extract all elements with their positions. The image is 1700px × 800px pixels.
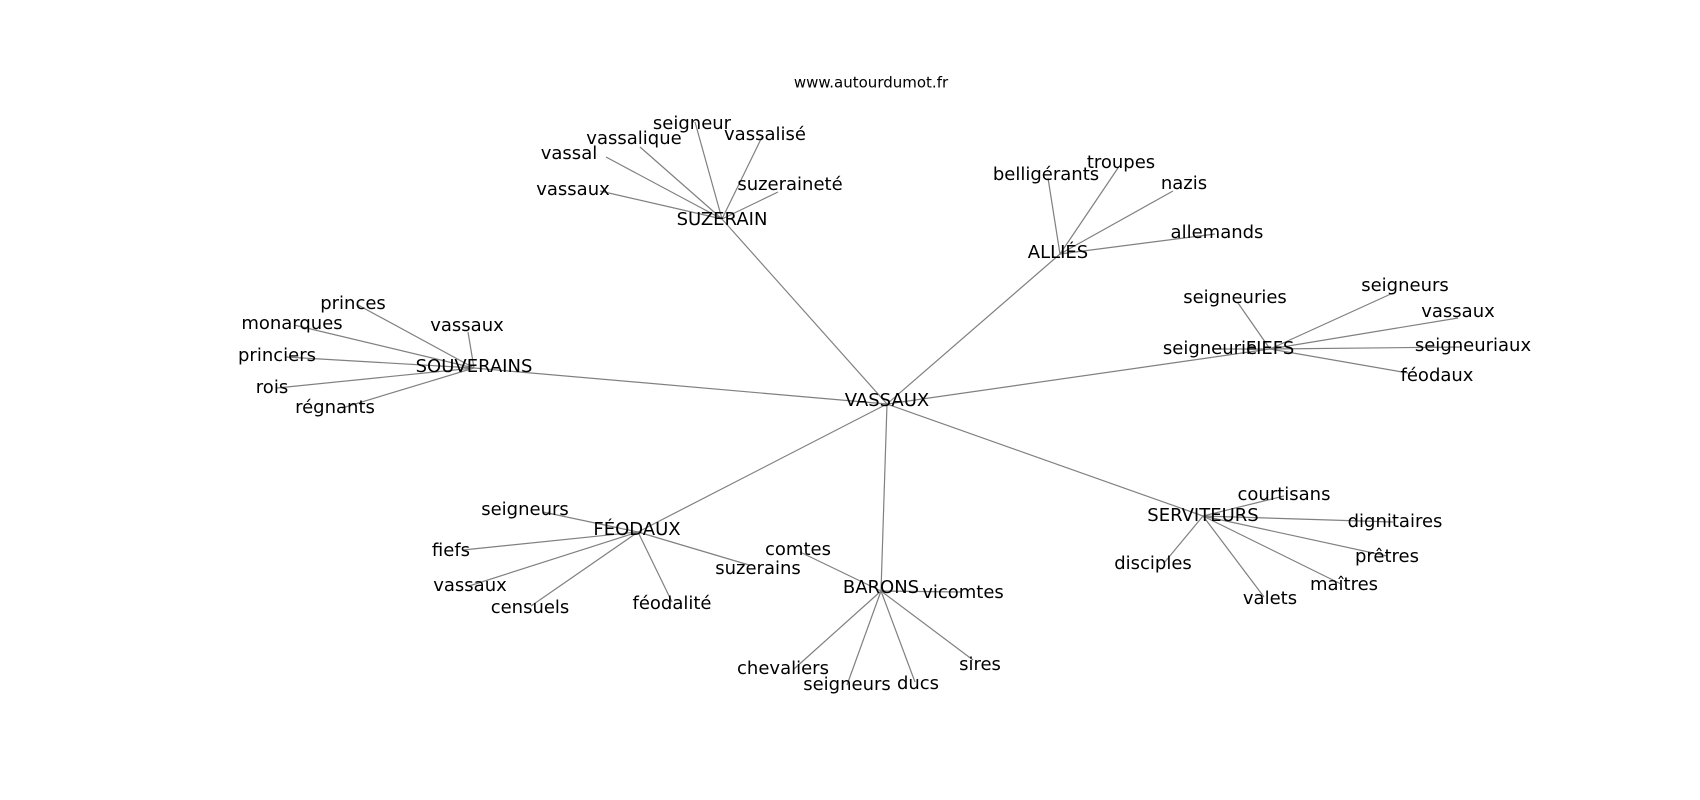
hub-node-souverains: SOUVERAINS	[416, 356, 533, 377]
leaf-node-souverains-regnants: régnants	[295, 397, 375, 418]
edge-barons-chevaliers	[793, 590, 882, 670]
edge-center-souverains	[473, 367, 888, 405]
leaf-node-feodaux-fiefs: fiefs	[432, 540, 470, 561]
edge-serviteurs-dignitaires	[1202, 515, 1394, 523]
edge-suzerain-vassal	[605, 156, 723, 220]
leaf-node-suzerain-vassalise: vassalisé	[724, 124, 806, 145]
edge-souverains-monarques	[293, 324, 475, 369]
watermark-text: www.autourdumot.fr	[794, 74, 949, 92]
leaf-node-allies-nazis: nazis	[1161, 173, 1207, 194]
edge-allies-troupes	[1059, 167, 1119, 255]
graph-edges	[276, 121, 1463, 686]
edge-souverains-princiers	[285, 356, 475, 369]
leaf-node-suzerain-vassalique: vassalique	[586, 128, 681, 149]
edge-center-fiefs	[886, 348, 1271, 405]
leaf-node-suzerain-vassal: vassal	[541, 143, 597, 164]
edge-fiefs-seigneuriaux	[1269, 346, 1463, 350]
leaf-node-allies-allemands: allemands	[1171, 222, 1264, 243]
edge-allies-nazis	[1059, 190, 1174, 255]
leaf-node-souverains-princes: princes	[320, 293, 386, 314]
leaf-node-fiefs-seigneurie: seigneurie	[1163, 338, 1257, 359]
edge-barons-ducs	[880, 590, 916, 683]
edge-fiefs-feodaux	[1269, 348, 1409, 374]
edge-suzerain-seigneur	[694, 121, 723, 220]
center-node-label: VASSAUX	[845, 390, 929, 411]
edge-serviteurs-courtisans	[1202, 495, 1285, 517]
leaf-node-feodaux-feodalite: féodalité	[632, 593, 711, 614]
edge-barons-vicomtes	[880, 590, 963, 593]
edge-fiefs-seigneuries	[1237, 302, 1271, 350]
edge-feodaux-fiefs	[462, 531, 639, 551]
hub-node-suzerain: SUZERAIN	[677, 209, 768, 230]
edge-feodaux-suzerains	[637, 531, 750, 566]
leaf-node-feodaux-suzerains: suzerains	[715, 558, 801, 579]
leaf-node-serviteurs-pretres: prêtres	[1355, 546, 1419, 567]
edge-fiefs-vassaux	[1269, 317, 1459, 350]
hub-node-feodaux: FÉODAUX	[593, 518, 680, 540]
edge-center-suzerain	[721, 218, 888, 405]
edge-center-allies	[886, 253, 1061, 405]
edge-barons-sires	[880, 590, 974, 661]
leaf-node-suzerain-suzerainete: suzeraineté	[737, 174, 842, 195]
edge-suzerain-vassalique	[639, 146, 723, 220]
edge-serviteurs-pretres	[1202, 515, 1388, 557]
leaf-node-fiefs-seigneuries: seigneuries	[1183, 287, 1287, 308]
edge-souverains-regnants	[341, 367, 475, 409]
edge-suzerain-vassaux	[599, 190, 723, 220]
edge-allies-belligerants	[1047, 177, 1061, 255]
hub-node-fiefs: FIEFS	[1246, 338, 1295, 359]
leaf-node-barons-sires: sires	[959, 654, 1001, 675]
leaf-node-souverains-vassaux: vassaux	[430, 315, 504, 336]
leaf-node-barons-vicomtes: vicomtes	[922, 582, 1004, 603]
leaf-node-feodaux-vassaux: vassaux	[433, 575, 507, 596]
leaf-node-souverains-princiers: princiers	[238, 345, 316, 366]
edge-allies-allemands	[1059, 233, 1216, 255]
edge-barons-seigneurs	[846, 590, 882, 686]
edge-feodaux-seigneurs	[542, 511, 639, 533]
leaf-node-barons-seigneurs: seigneurs	[803, 674, 891, 695]
leaf-node-souverains-rois: rois	[256, 377, 288, 398]
leaf-node-barons-ducs: ducs	[897, 673, 939, 694]
hub-node-barons: BARONS	[843, 577, 919, 598]
leaf-node-barons-comtes: comtes	[765, 539, 831, 560]
leaf-node-fiefs-vassaux: vassaux	[1421, 301, 1495, 322]
edge-suzerain-suzerainete	[721, 191, 779, 220]
leaf-node-feodaux-censuels: censuels	[491, 597, 570, 618]
edge-souverains-princes	[357, 304, 475, 369]
leaf-node-souverains-monarques: monarques	[241, 313, 342, 334]
edge-fiefs-seigneurs	[1269, 292, 1394, 350]
leaf-node-serviteurs-valets: valets	[1243, 588, 1297, 609]
leaf-node-suzerain-vassaux: vassaux	[536, 179, 610, 200]
leaf-node-fiefs-seigneuriaux: seigneuriaux	[1415, 335, 1532, 356]
edge-souverains-vassaux	[467, 331, 475, 369]
edge-serviteurs-valets	[1202, 515, 1265, 598]
leaf-node-serviteurs-disciples: disciples	[1114, 553, 1192, 574]
edge-feodaux-feodalite	[637, 531, 673, 603]
edge-barons-comtes	[799, 551, 882, 592]
leaf-node-suzerain-seigneur: seigneur	[653, 113, 732, 134]
edge-suzerain-vassalise	[721, 136, 763, 220]
edge-center-feodaux	[637, 403, 888, 533]
edge-feodaux-censuels	[530, 531, 639, 607]
leaf-node-serviteurs-courtisans: courtisans	[1238, 484, 1331, 505]
leaf-node-feodaux-seigneurs: seigneurs	[481, 499, 569, 520]
leaf-node-allies-belligerants: belligérants	[993, 164, 1099, 185]
edge-feodaux-vassaux	[468, 531, 639, 587]
leaf-node-allies-troupes: troupes	[1087, 152, 1155, 173]
edge-center-serviteurs	[886, 403, 1204, 517]
edge-center-barons	[880, 403, 888, 592]
hub-node-allies: ALLIÉS	[1028, 241, 1088, 263]
leaf-node-serviteurs-maitres: maîtres	[1310, 574, 1378, 595]
edge-serviteurs-maitres	[1202, 515, 1342, 585]
hub-node-serviteurs: SERVITEURS	[1147, 505, 1258, 526]
leaf-node-fiefs-feodaux: féodaux	[1401, 365, 1474, 386]
leaf-node-serviteurs-dignitaires: dignitaires	[1348, 511, 1443, 532]
edge-serviteurs-disciples	[1163, 515, 1204, 564]
leaf-node-fiefs-seigneurs: seigneurs	[1361, 275, 1449, 296]
edge-souverains-rois	[276, 367, 475, 389]
graph-labels: VASSAUXSUZERAINvassauxvassalvassaliquese…	[238, 113, 1531, 695]
leaf-node-barons-chevaliers: chevaliers	[737, 658, 829, 679]
